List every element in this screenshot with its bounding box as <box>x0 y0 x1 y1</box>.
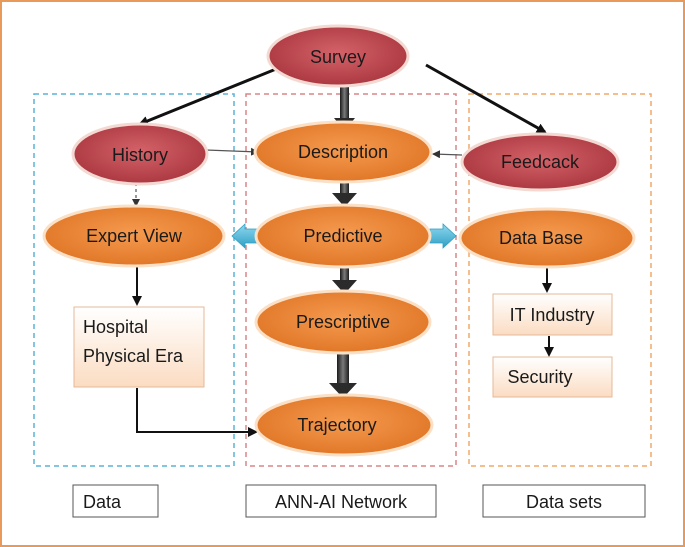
arrow-predictive-database <box>429 223 457 249</box>
arrow-predictive-expert <box>231 223 259 249</box>
arrow-prescriptive-trajectory <box>329 352 357 398</box>
arrow-predictive-prescriptive <box>332 266 357 294</box>
node-feedback-label: Feedcack <box>501 152 580 172</box>
node-it-industry: IT Industry <box>492 293 613 336</box>
node-data-base-label: Data Base <box>499 228 583 248</box>
node-expert-view-label: Expert View <box>86 226 183 246</box>
node-trajectory-label: Trajectory <box>297 415 376 435</box>
section-label-datasets-text: Data sets <box>526 492 602 512</box>
arrow-survey-feedback <box>425 63 547 134</box>
node-hospital: Hospital Physical Era <box>73 306 205 388</box>
node-trajectory: Trajectory <box>254 393 434 457</box>
node-hospital-label-line2: Physical Era <box>83 346 184 366</box>
arrow-hospital-trajectory <box>136 388 258 437</box>
node-survey: Survey <box>266 24 410 88</box>
arrow-feedback-description <box>432 150 463 159</box>
data-section-container <box>33 93 235 467</box>
node-security: Security <box>492 356 613 398</box>
section-label-ann-text: ANN-AI Network <box>275 492 408 512</box>
node-history: History <box>71 122 209 186</box>
node-security-label: Security <box>507 367 572 387</box>
node-description: Description <box>253 120 433 184</box>
node-history-label: History <box>112 145 168 165</box>
section-label-data-text: Data <box>83 492 122 512</box>
arrow-description-predictive <box>332 180 357 207</box>
node-it-industry-label: IT Industry <box>510 305 595 325</box>
ann-section-container <box>245 93 457 467</box>
node-data-base: Data Base <box>458 207 636 269</box>
datasets-section-container <box>468 93 652 467</box>
section-label-ann: ANN-AI Network <box>245 484 437 518</box>
node-survey-label: Survey <box>310 47 366 67</box>
node-description-label: Description <box>298 142 388 162</box>
arrow-survey-history <box>138 63 287 126</box>
section-label-datasets: Data sets <box>482 484 646 518</box>
node-feedback: Feedcack <box>460 132 620 192</box>
node-predictive-label: Predictive <box>303 226 382 246</box>
section-label-data: Data <box>72 484 159 518</box>
node-predictive: Predictive <box>254 203 432 269</box>
arrow-history-description <box>205 147 259 156</box>
node-expert-view: Expert View <box>42 204 226 268</box>
node-prescriptive-label: Prescriptive <box>296 312 390 332</box>
node-hospital-label-line1: Hospital <box>83 317 148 337</box>
node-prescriptive: Prescriptive <box>254 289 432 355</box>
